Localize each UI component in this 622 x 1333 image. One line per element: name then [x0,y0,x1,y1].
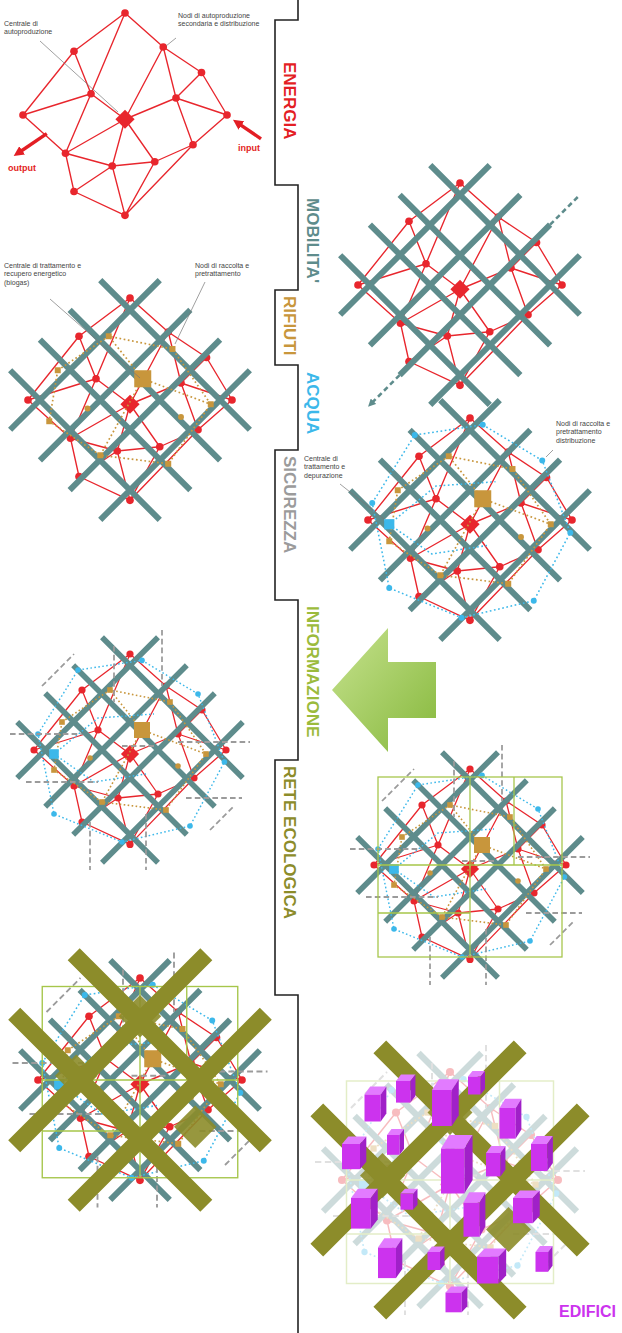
layer-staircase [275,0,298,1333]
layer-label: INFORMAZIONE [302,606,322,737]
leader-lines [40,38,553,519]
energy-panel [18,9,261,219]
ecological-network [317,1047,583,1313]
layer-label: MOBILITA' [302,198,322,283]
ecological-network [14,954,266,1206]
energy-network [370,765,569,963]
output-arrow [18,134,47,154]
illustration-part [486,1146,505,1176]
water-network [369,422,573,621]
mobility-network [323,1053,577,1307]
energy-network [364,414,576,624]
illustration-part [387,1129,404,1155]
illustration-part [477,1248,506,1283]
security-network [10,630,250,870]
layer-label: EDIFICI [559,1302,616,1321]
illustration-part [464,1192,486,1236]
illustration-part [441,1135,473,1194]
mobility-network [357,752,583,978]
faded-networks [315,1045,585,1315]
annotation-label: Nodi di autoproduzione secondaria e dist… [178,12,266,29]
illustration-part [531,1136,553,1171]
annotation-label: Centrale di autoproduzione [4,20,66,37]
energy-network [30,650,229,848]
illustration-part [365,1086,387,1121]
waste-panel [10,280,250,520]
ecology-panel [12,953,267,1208]
buildings [342,1071,553,1312]
buildings-panel [315,1045,585,1315]
illustration-part [500,1099,522,1139]
direction-arrow [371,196,579,404]
illustration-part [378,1238,402,1278]
information-grid [378,777,562,957]
illustration-part [428,1247,445,1270]
layer-label: RETE ECOLOGICA [279,766,299,919]
illustration-part [342,1136,366,1169]
layer-label: ENERGIA [279,62,299,139]
water-panel [350,400,590,640]
illustration-part [468,1071,485,1094]
security-network [350,745,590,985]
annotation-label: Nodi di raccolta e pretrattamento distri… [556,420,618,445]
information-panel [350,745,590,985]
input-arrow [237,123,261,139]
illustration-part [351,1189,378,1229]
layer-label: RIFIUTI [279,296,299,356]
illustration-part [432,1079,459,1126]
green-arrow [332,628,436,752]
waste-network [386,453,553,586]
mobility-network [17,637,243,863]
energy-network [24,294,236,504]
staircase-line [275,0,298,1333]
flow-label: output [8,163,36,174]
illustration-part [536,1246,553,1272]
illustration-part [446,1287,468,1313]
annotation-label: Centrale di trattamento e recupero energ… [4,262,86,287]
annotation-label: Centrale di trattamento e depurazione [304,455,359,480]
mobility-panel [340,165,580,405]
mobility-network [10,280,250,520]
layer-label: SICUREZZA [279,456,299,553]
water-network [35,658,227,845]
illustration-part [513,1190,540,1223]
flow-label: input [238,143,260,154]
energy-network [19,9,231,219]
illustration-part [401,1189,418,1210]
energy-network [354,179,566,389]
security-panel [10,630,250,870]
security-network [315,1045,585,1315]
mobility-network [340,165,580,405]
security-network [12,953,267,1208]
waste-network [51,687,209,813]
waste-network [46,333,213,466]
mobility-network [350,400,590,640]
layer-label: ACQUA [302,372,322,434]
water-network [375,773,567,960]
illustration-part [396,1075,415,1103]
annotation-label: Nodi di raccolta e pretrattamento [195,262,269,279]
